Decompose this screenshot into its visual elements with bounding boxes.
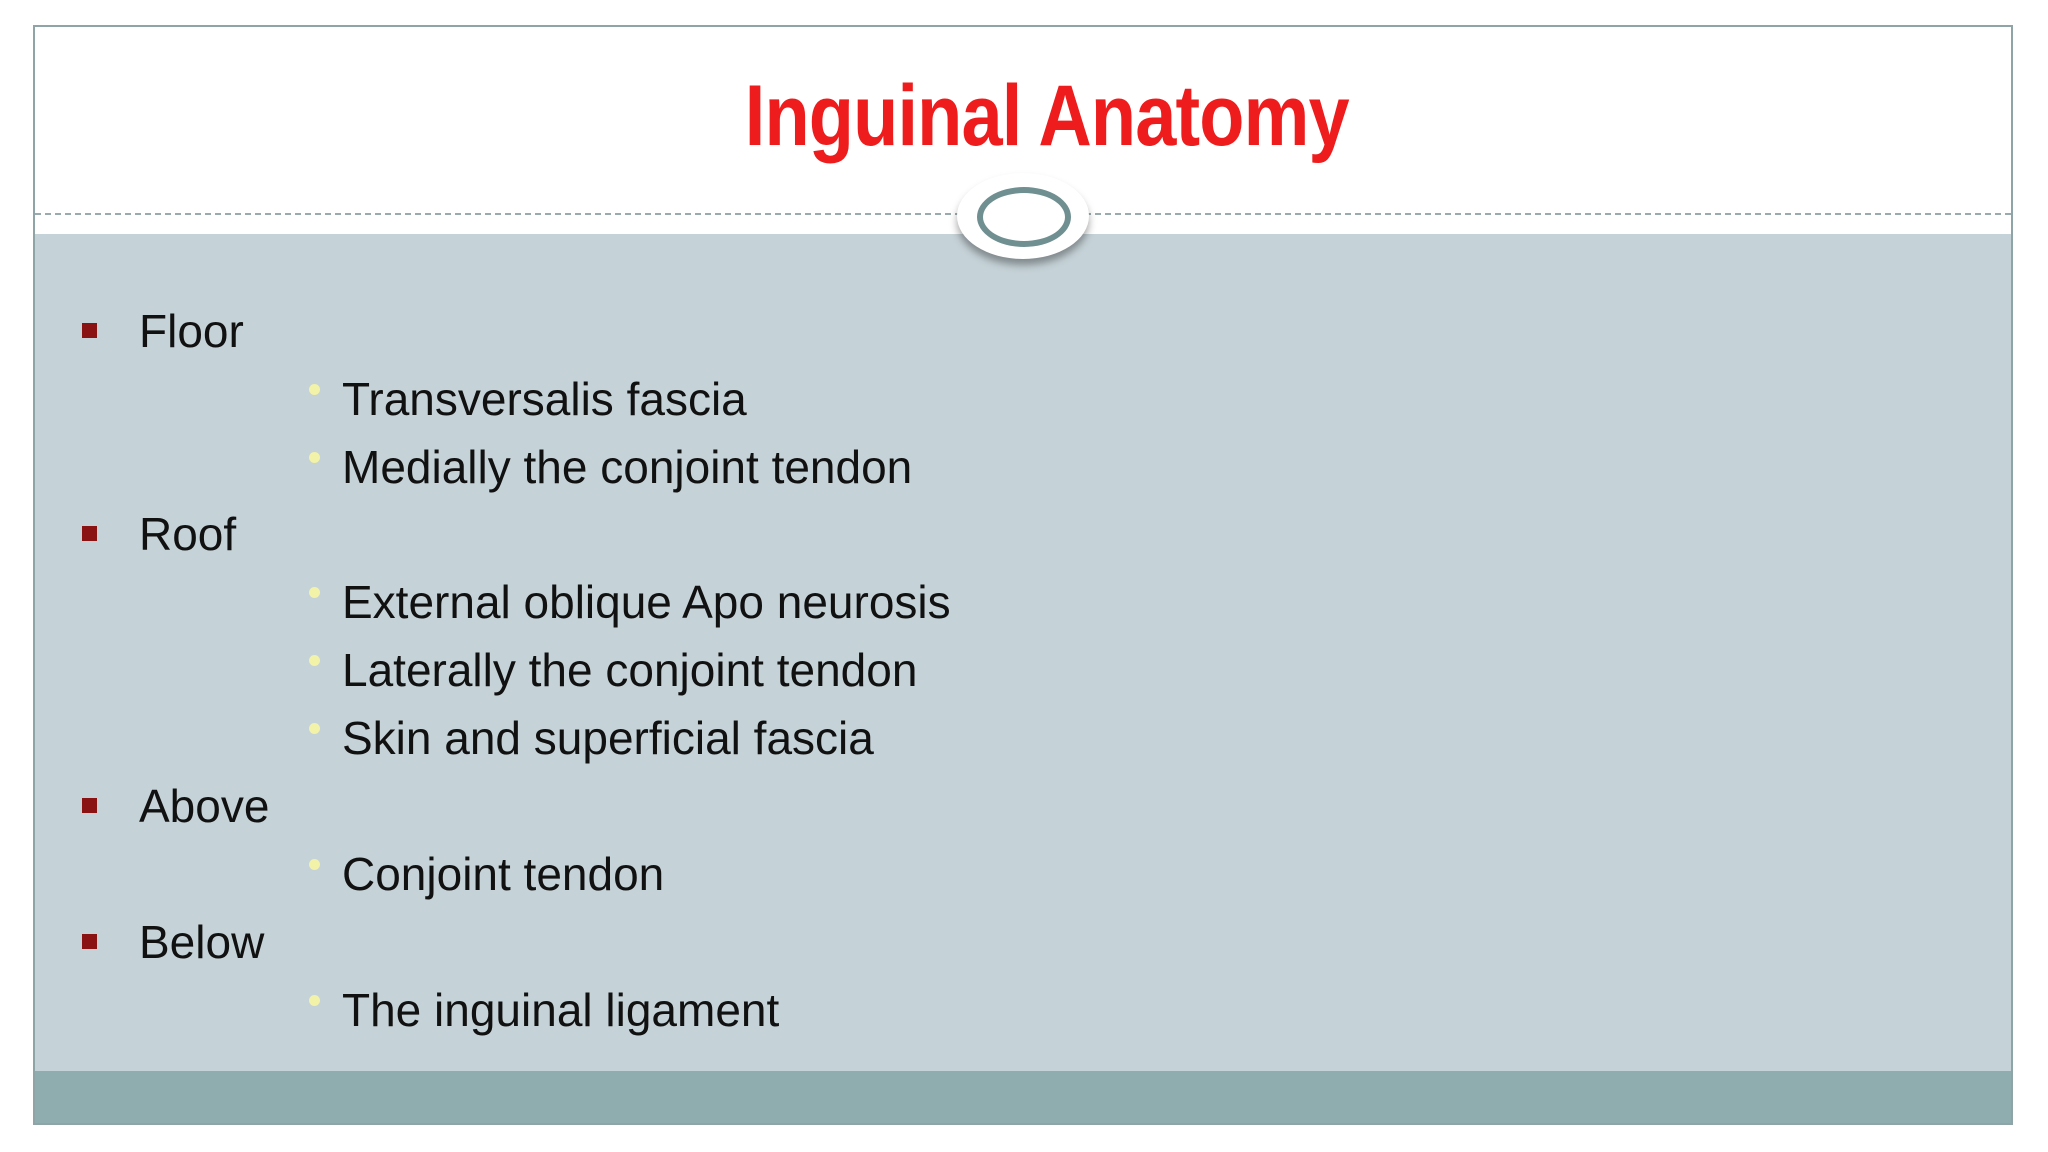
dot-bullet-icon xyxy=(309,723,320,734)
bullet-item-floor: Floor xyxy=(82,304,244,358)
dot-bullet-icon xyxy=(309,587,320,598)
bullet-text: Skin and superficial fascia xyxy=(342,712,874,764)
slide-title: Inguinal Anatomy xyxy=(744,68,1350,164)
bullet-item-above: Above xyxy=(82,779,270,833)
sub-bullet-item: Laterally the conjoint tendon xyxy=(309,643,918,697)
dot-bullet-icon xyxy=(309,384,320,395)
bullet-text: Laterally the conjoint tendon xyxy=(342,644,918,696)
bullet-text: Roof xyxy=(139,508,237,560)
sub-bullet-item: Conjoint tendon xyxy=(309,847,665,901)
sub-bullet-item: External oblique Apo neurosis xyxy=(309,575,951,629)
sub-bullet-item: Medially the conjoint tendon xyxy=(309,440,913,494)
bullet-item-roof: Roof xyxy=(82,507,237,561)
square-bullet-icon xyxy=(82,934,97,949)
bullet-text: Medially the conjoint tendon xyxy=(342,441,913,493)
bullet-text: Floor xyxy=(139,305,244,357)
dot-bullet-icon xyxy=(309,655,320,666)
bullet-text: The inguinal ligament xyxy=(342,984,780,1036)
square-bullet-icon xyxy=(82,798,97,813)
sub-bullet-item: The inguinal ligament xyxy=(309,983,780,1037)
sub-bullet-item: Transversalis fascia xyxy=(309,372,747,426)
footer-bar xyxy=(35,1071,2011,1123)
dot-bullet-icon xyxy=(309,859,320,870)
square-bullet-icon xyxy=(82,526,97,541)
bullet-text: External oblique Apo neurosis xyxy=(342,576,951,628)
sub-bullet-item: Skin and superficial fascia xyxy=(309,711,874,765)
bullet-text: Above xyxy=(139,780,270,832)
bullet-text: Transversalis fascia xyxy=(342,373,747,425)
bullet-list: Floor Transversalis fascia Medially the … xyxy=(35,234,2011,1099)
square-bullet-icon xyxy=(82,323,97,338)
decorative-ring-icon xyxy=(957,173,1089,259)
slide: Inguinal Anatomy Floor Transversalis fas… xyxy=(33,25,2013,1125)
bullet-text: Conjoint tendon xyxy=(342,848,665,900)
dot-bullet-icon xyxy=(309,995,320,1006)
dot-bullet-icon xyxy=(309,452,320,463)
bullet-item-below: Below xyxy=(82,915,265,969)
bullet-text: Below xyxy=(139,916,265,968)
content-area: Floor Transversalis fascia Medially the … xyxy=(35,234,2011,1099)
